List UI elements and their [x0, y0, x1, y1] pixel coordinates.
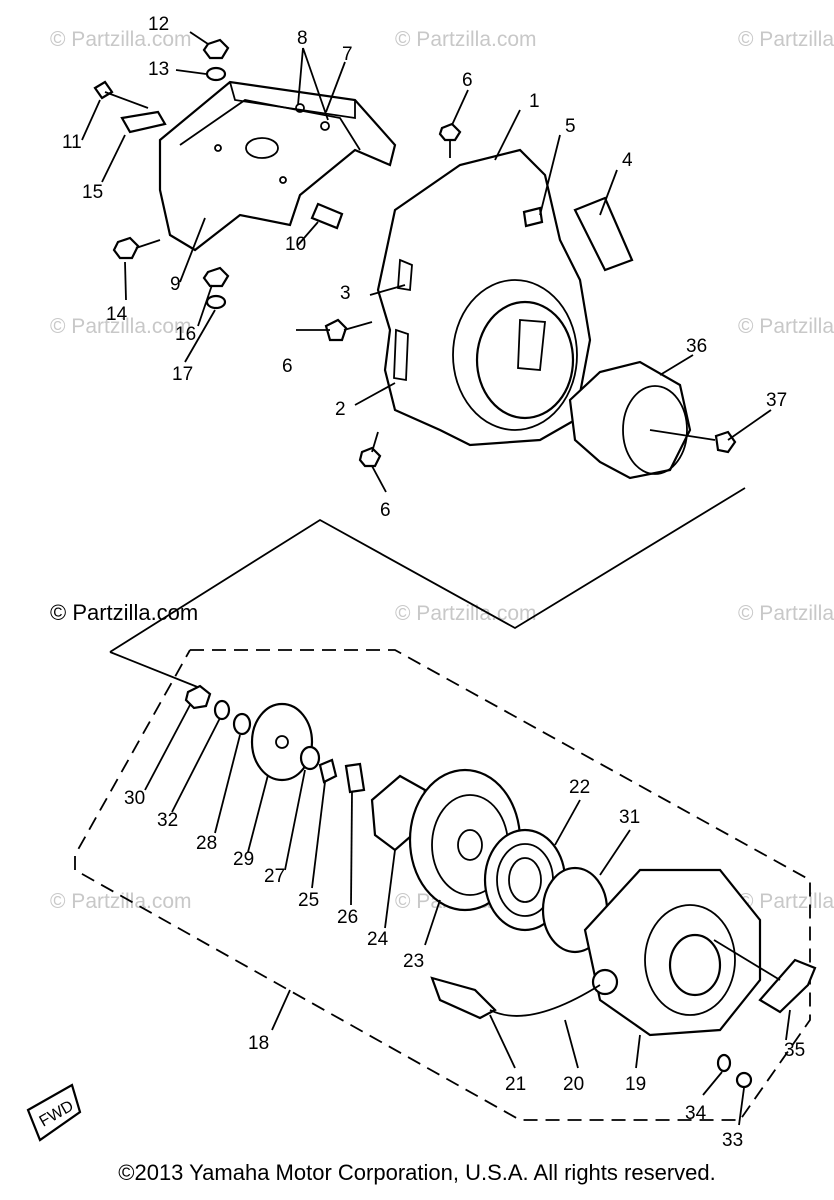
callout-24: 24 — [367, 929, 389, 950]
callout-19: 19 — [625, 1074, 646, 1095]
callout-11: 11 — [62, 132, 82, 153]
washer-part — [213, 699, 231, 721]
callout-28: 28 — [196, 833, 217, 854]
callout-8: 8 — [297, 28, 308, 49]
callout-26: 26 — [337, 907, 358, 928]
washer-part — [299, 745, 321, 771]
watermark-text: © Partzilla.com — [50, 890, 192, 913]
fwd-marker: FWD — [26, 1083, 82, 1142]
callout-31: 31 — [619, 807, 640, 828]
rope-part — [489, 984, 601, 1017]
washer-part — [232, 712, 252, 736]
watermark-text: © Partzilla.com — [738, 602, 834, 625]
assembly-connector — [109, 651, 201, 689]
leader-lines — [81, 31, 791, 1126]
callout-12: 12 — [148, 14, 169, 35]
callout-37: 37 — [766, 390, 787, 411]
nut-part — [202, 266, 230, 310]
starter-case-part — [583, 868, 762, 1037]
callout-33: 33 — [722, 1130, 743, 1151]
callout-7: 7 — [342, 44, 353, 65]
spring-part — [344, 762, 366, 794]
callout-32: 32 — [157, 810, 178, 831]
stay-part — [758, 958, 817, 1014]
bolt-part — [324, 122, 462, 468]
callout-29: 29 — [233, 849, 254, 870]
callout-13: 13 — [148, 59, 169, 80]
callout-10: 10 — [285, 234, 306, 255]
washer-part — [716, 1053, 732, 1073]
callout-15: 15 — [82, 182, 103, 203]
grommet-part — [522, 206, 544, 228]
callout-20: 20 — [563, 1074, 584, 1095]
watermark-text: © Partzilla.com — [738, 28, 834, 51]
callouts: 1 2 3 4 5 6 6 6 7 8 9 10 11 12 13 14 15 … — [62, 14, 805, 1151]
handle-part — [430, 976, 497, 1020]
callout-22: 22 — [569, 777, 590, 798]
bolt-part — [93, 80, 167, 134]
assembly-connector — [109, 487, 746, 653]
spacer-part — [310, 202, 344, 230]
callout-3: 3 — [340, 283, 351, 304]
watermark-text: © Partzilla.com — [395, 602, 537, 625]
fan-shroud-part — [376, 148, 592, 447]
callout-6-top: 6 — [462, 70, 473, 91]
plate-part — [573, 196, 634, 272]
bracket-part — [158, 80, 397, 252]
callout-1: 1 — [529, 91, 540, 112]
callout-30: 30 — [124, 788, 145, 809]
nut-part — [202, 38, 230, 82]
watermark-text: © Partzilla.com — [50, 28, 192, 51]
callout-16: 16 — [175, 324, 196, 345]
spring-part — [318, 758, 338, 784]
callout-18: 18 — [248, 1033, 269, 1054]
starter-parts — [184, 684, 817, 1089]
main-watermark: © Partzilla.com — [50, 600, 198, 625]
callout-36: 36 — [686, 336, 707, 357]
assembly-boundary — [74, 649, 811, 1121]
callout-5: 5 — [565, 116, 576, 137]
bolt-part — [714, 430, 737, 454]
copyright-text: ©2013 Yamaha Motor Corporation, U.S.A. A… — [118, 1160, 716, 1185]
screw-part — [735, 1071, 753, 1089]
watermark-text: © Partzilla.com — [738, 315, 834, 338]
plate-part — [250, 702, 314, 782]
callout-34: 34 — [685, 1103, 707, 1124]
callout-27: 27 — [264, 866, 285, 887]
callout-9: 9 — [170, 274, 181, 295]
callout-35: 35 — [784, 1040, 805, 1061]
callout-4: 4 — [622, 150, 633, 171]
callout-21: 21 — [505, 1074, 526, 1095]
callout-25: 25 — [298, 890, 319, 911]
nut-part — [184, 684, 212, 710]
callout-6-left: 6 — [282, 356, 293, 377]
pulley-part — [568, 360, 716, 480]
callout-2: 2 — [335, 399, 346, 420]
callout-17: 17 — [172, 364, 193, 385]
callout-23: 23 — [403, 951, 424, 972]
bolt-part — [112, 236, 161, 260]
callout-14: 14 — [106, 304, 128, 325]
watermark-text: © Partzilla.com — [50, 315, 192, 338]
watermark-text: © Partzilla.com — [395, 28, 537, 51]
callout-6-bottom: 6 — [380, 500, 391, 521]
